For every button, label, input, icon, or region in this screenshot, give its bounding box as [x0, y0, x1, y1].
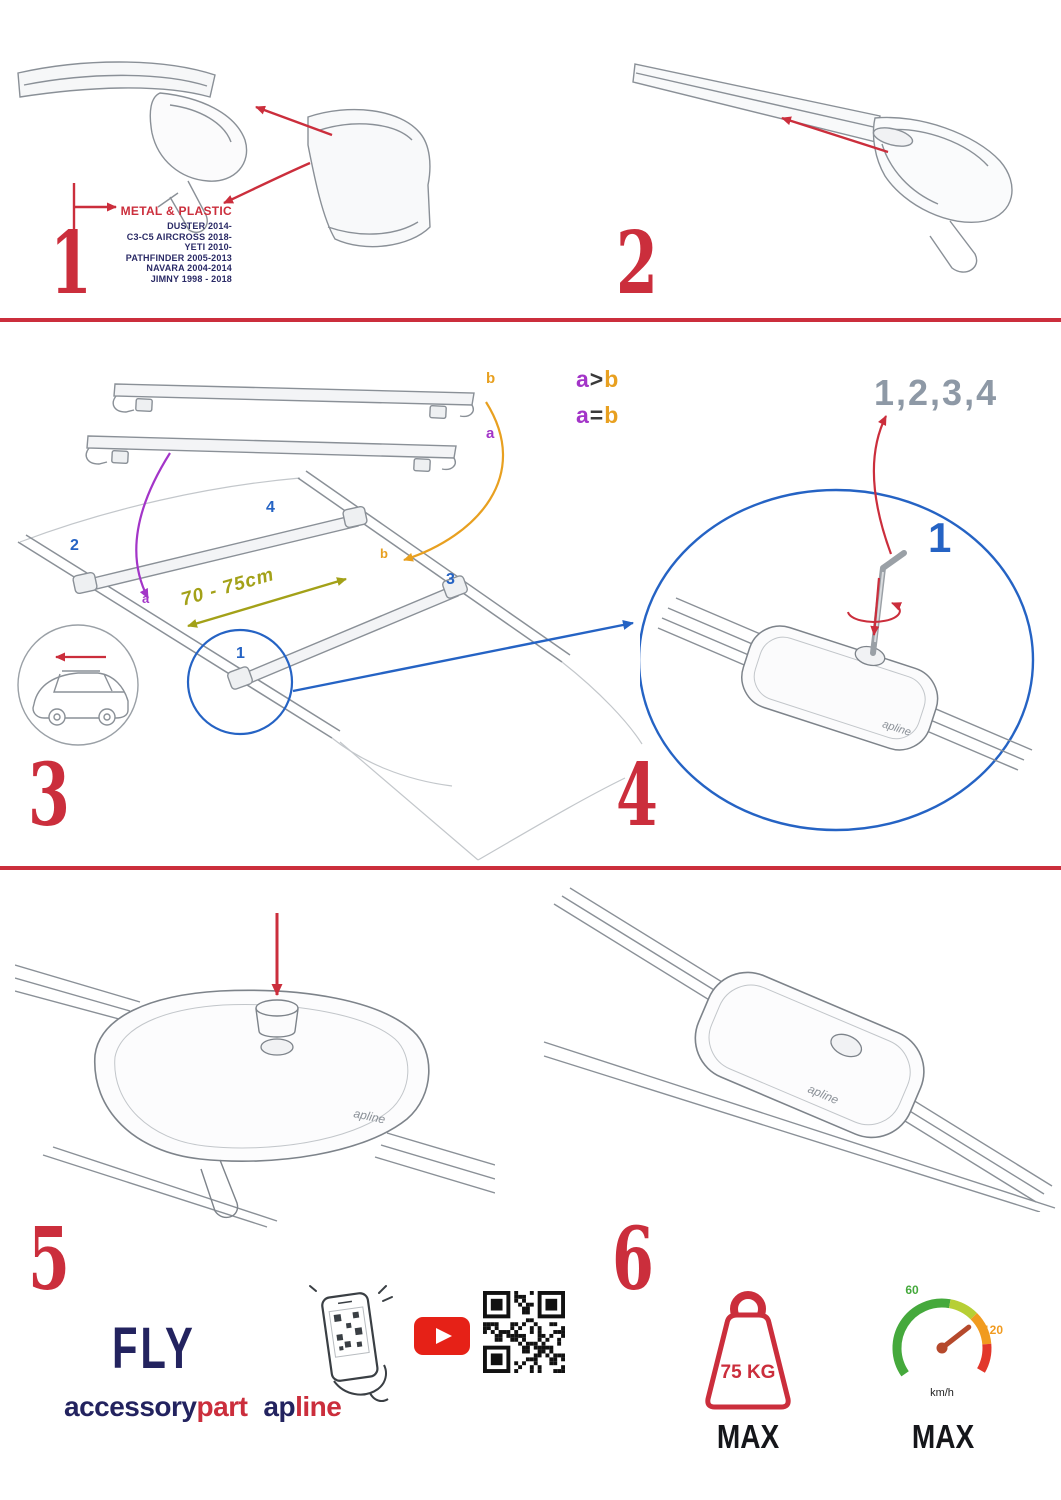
formula-a: a [576, 402, 590, 428]
spacing-rule-a-gt-b: a>b [576, 366, 619, 393]
point-label-a: a [142, 591, 150, 606]
step-5-number: 5 [28, 1209, 70, 1310]
speed-max-label: MAX [911, 1418, 975, 1455]
zoom-arrow-to-detail [292, 620, 634, 693]
sequence-arrow [872, 415, 893, 555]
brand-fly: FLY [112, 1316, 196, 1381]
bolt-hole [260, 1038, 294, 1056]
roof-rails [17, 470, 571, 739]
model-line: NAVARA 2004-2014 [146, 263, 232, 273]
insert-arrow [870, 577, 881, 636]
point-label-b: b [380, 546, 388, 561]
guide-arrow-a [135, 452, 171, 599]
loose-crossbars [85, 383, 475, 473]
formula-a: a [576, 366, 590, 392]
formula-operator: > [589, 366, 605, 392]
youtube-icon [414, 1317, 470, 1355]
qr-code-icon [483, 1291, 565, 1373]
position-4-label: 4 [266, 499, 275, 516]
step-6-finished-mount-drawing: apline [543, 887, 1056, 1212]
needle [939, 1324, 972, 1351]
bolt-hole [830, 1033, 863, 1058]
position-2-label: 2 [70, 537, 79, 554]
step-1-red-arrows [72, 105, 333, 231]
speed-high-label: 120 [983, 1323, 1003, 1337]
car-direction-inset [17, 624, 139, 746]
brand-accessory: accessory [64, 1391, 197, 1422]
formula-operator: = [589, 402, 605, 428]
bar-label-b: b [486, 370, 496, 387]
measurement-arrow [187, 577, 347, 628]
sequence-first-label: 1 [928, 514, 952, 561]
model-line: PATHFINDER 2005-2013 [125, 252, 232, 263]
car-roof-outline [19, 477, 643, 861]
bar-and-rail-lines [15, 964, 495, 1228]
cover-cap [255, 999, 299, 1038]
scan-sparkle-lines [309, 1285, 393, 1302]
section-divider-top [0, 318, 1061, 322]
tightening-sequence-label: 1,2,3,4 [874, 372, 999, 413]
weight-value: 75 KG [721, 1362, 776, 1383]
formula-b: b [604, 402, 620, 428]
clamp-foot: apline [741, 625, 939, 751]
weight-limit-icon: 75 KG [705, 1291, 791, 1410]
section-divider-bottom [0, 866, 1061, 870]
step-6-number: 6 [612, 1209, 654, 1310]
position-1-label: 1 [236, 645, 245, 662]
zoom-circle [640, 488, 1035, 832]
phone-scan-icon [309, 1285, 393, 1402]
material-title: METAL & PLASTIC [120, 204, 232, 218]
step-1-number: 1 [50, 213, 92, 314]
speedometer-icon: 60 120 km/h [892, 1283, 1003, 1399]
step-2-insert-arrow [781, 116, 889, 154]
step-2-number: 2 [616, 213, 658, 314]
clamp-claw [200, 1159, 239, 1219]
clamp-foot-body [94, 989, 430, 1162]
step-3-roof-layout-drawing [17, 383, 643, 861]
step-3-number: 3 [28, 745, 70, 846]
clamp-foot: apline [694, 971, 925, 1139]
model-line: JIMNY 1998 - 2018 [150, 273, 232, 284]
step-5-press-cap-drawing: apline [15, 913, 495, 1228]
bar-label-a: a [486, 425, 495, 442]
guide-arrow-b [403, 401, 505, 562]
highlight-circle-foot-1 [186, 628, 294, 736]
weight-max-label: MAX [716, 1418, 780, 1455]
step-1-fitment-list: METAL & PLASTIC DUSTER 2014- C3-C5 AIRCR… [58, 204, 232, 284]
speed-unit-label: km/h [930, 1387, 954, 1399]
hand-outline [333, 1364, 389, 1402]
model-line: DUSTER 2014- [167, 221, 232, 231]
rotate-arrow [847, 602, 903, 623]
position-3-label: 3 [446, 571, 455, 588]
mounted-crossbars [72, 505, 468, 690]
speed-low-label: 60 [905, 1283, 919, 1297]
step-2-bar-insert-drawing [632, 63, 1013, 273]
step-1-exploded-clamp-drawing [17, 61, 431, 248]
model-line: YETI 2010- [184, 242, 232, 252]
brand-line: line [295, 1391, 342, 1422]
spacing-rule-a-eq-b: a=b [576, 402, 619, 429]
formula-b: b [604, 366, 620, 392]
foot-logo: apline [352, 1106, 387, 1126]
step-4-tightening-detail-drawing: apline [640, 415, 1035, 832]
model-line: C3-C5 AIRCROSS 2018- [126, 231, 232, 242]
step-4-number: 4 [616, 745, 658, 846]
brand-ap: ap [263, 1391, 296, 1422]
brand-part: part [196, 1391, 248, 1422]
